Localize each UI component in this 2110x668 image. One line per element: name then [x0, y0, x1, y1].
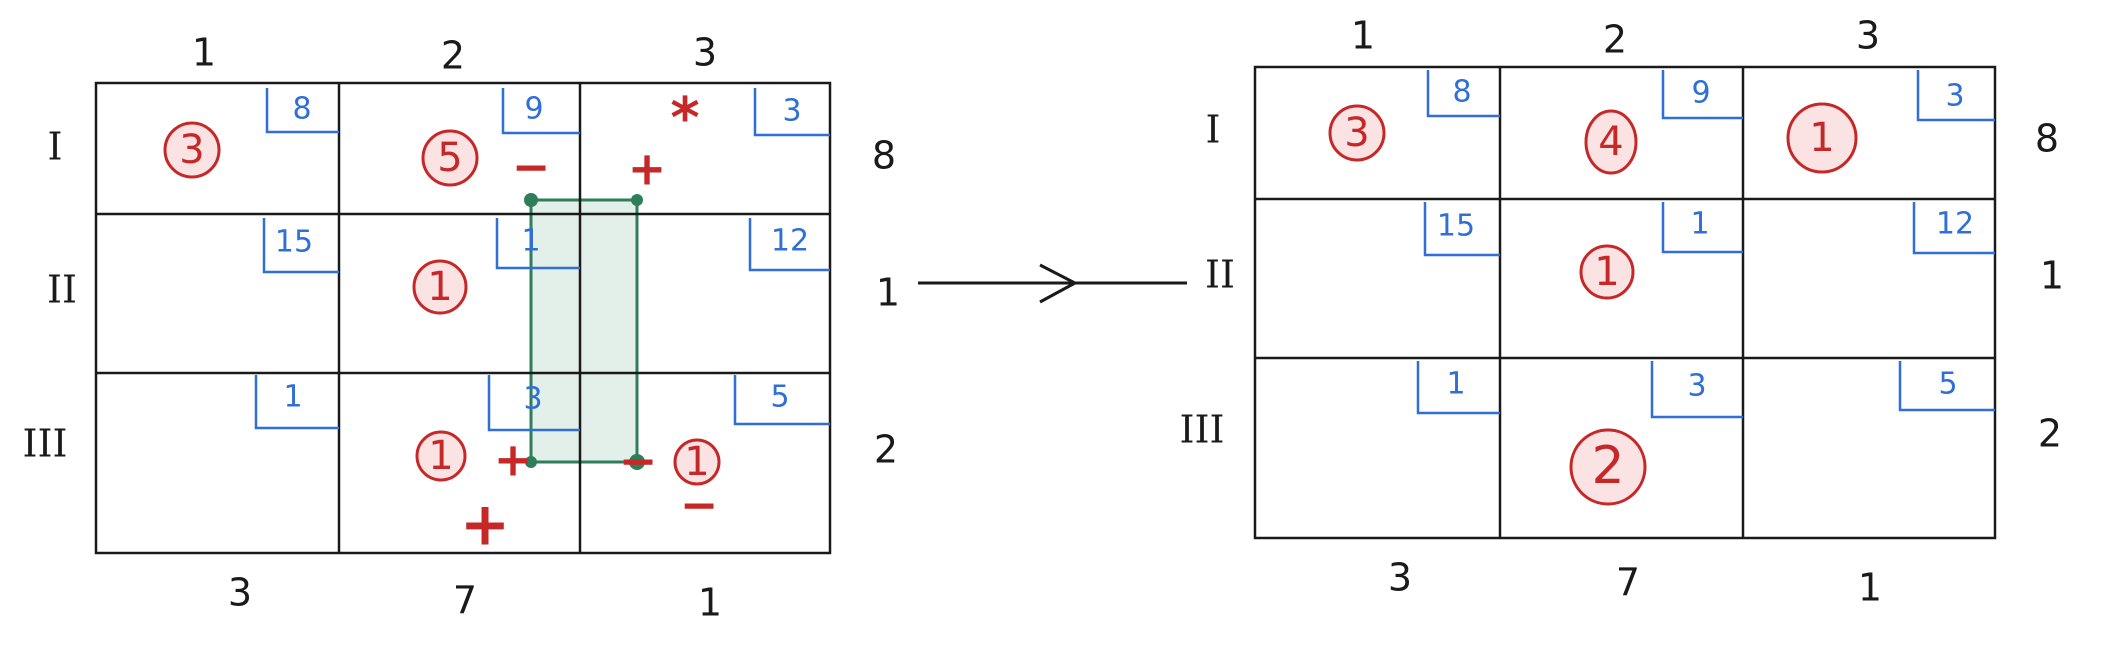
left-row-label: I [47, 125, 62, 169]
cost-box [1898, 361, 1995, 412]
cost-value: 15 [1437, 209, 1475, 244]
allocation-value: 1 [427, 264, 452, 310]
right-col-label: 3 [1856, 14, 1880, 58]
allocation-circle [1584, 109, 1638, 175]
allocation-circle [673, 438, 721, 486]
right-demand: 7 [1616, 561, 1640, 605]
allocation-value: 1 [1594, 249, 1619, 295]
cost-value: 15 [275, 225, 313, 260]
right-col-label: 2 [1603, 18, 1627, 62]
allocation-value: 1 [1809, 115, 1834, 161]
right-row-label: I [1205, 108, 1220, 152]
cost-box [1426, 70, 1500, 118]
cost-box [748, 218, 830, 272]
loop-sign-minus: − [512, 140, 551, 194]
right-demand: 1 [1858, 566, 1882, 610]
left-supply: 8 [872, 134, 896, 178]
loop-node [525, 456, 537, 468]
left-row-label: II [47, 268, 77, 312]
right-table: 1 2 3 I II III 8 1 2 3 7 1 8 9 3 15 1 12… [1179, 14, 2064, 610]
cost-value: 12 [771, 224, 809, 259]
allocation-circle [1579, 244, 1635, 300]
cost-box [1912, 202, 1995, 255]
cost-value: 9 [1691, 76, 1710, 111]
allocation-value: 2 [1591, 436, 1624, 496]
cost-box [262, 218, 339, 274]
loop-sign-plus: + [628, 142, 667, 196]
loop-sign-plus: + [494, 433, 533, 487]
allocation-value: 5 [437, 135, 462, 181]
cost-value: 1 [521, 224, 540, 259]
cost-value: 9 [524, 92, 543, 127]
cost-box [733, 375, 830, 426]
left-supply: 2 [874, 428, 898, 472]
allocation-circle [415, 430, 467, 482]
left-grid-border [94, 81, 832, 555]
allocation-value: 4 [1598, 119, 1623, 165]
left-supply: 1 [876, 271, 900, 315]
cost-value: 1 [1690, 207, 1709, 242]
right-supply: 1 [2040, 254, 2064, 298]
right-supply: 8 [2035, 117, 2059, 161]
cost-value: 3 [782, 94, 801, 129]
cost-value: 12 [1936, 207, 1974, 242]
cost-value: 1 [283, 380, 302, 415]
loop-sign-minus: − [619, 434, 658, 488]
cost-box [1650, 361, 1743, 419]
allocation-circle [1569, 428, 1647, 506]
cost-box [265, 88, 339, 134]
transition-arrow [918, 263, 1187, 304]
allocation-value: 1 [428, 433, 453, 479]
left-row-label: III [22, 422, 67, 466]
cost-box [1661, 70, 1743, 120]
cost-box [1916, 70, 1995, 122]
left-col-label: 1 [192, 31, 216, 75]
cost-value: 3 [1945, 79, 1964, 114]
allocation-circle [421, 129, 479, 187]
cost-box [254, 375, 339, 430]
right-grid-border [1253, 65, 1997, 540]
cost-value: 5 [1938, 367, 1957, 402]
cost-value: 8 [1452, 75, 1471, 110]
cost-value: 1 [1446, 367, 1465, 402]
loop-sign-plus: + [460, 490, 510, 560]
left-demand: 3 [228, 571, 252, 615]
allocation-circle [412, 259, 468, 315]
cost-value: 8 [292, 92, 311, 127]
cost-box [1416, 361, 1500, 415]
cost-box [501, 88, 580, 135]
right-row-label: II [1205, 253, 1235, 297]
cost-value: 3 [1687, 369, 1706, 404]
cost-value: 3 [523, 382, 542, 417]
loop-rectangle [529, 198, 639, 464]
entering-cell-mark: * [670, 86, 699, 151]
left-col-label: 2 [441, 34, 465, 78]
left-table: 1 2 3 I II III 8 1 2 3 7 1 8 9 3 15 1 12… [22, 31, 900, 625]
cost-box [753, 88, 830, 137]
allocation-circle [1786, 102, 1858, 174]
allocation-circle [1328, 104, 1386, 162]
cost-box [487, 375, 580, 432]
loop-node [524, 193, 538, 207]
left-demand: 1 [698, 581, 722, 625]
cost-box [1661, 202, 1743, 254]
cost-value: 5 [770, 380, 789, 415]
allocation-value: 3 [179, 127, 204, 173]
cost-box [1423, 202, 1500, 257]
left-col-label: 3 [693, 31, 717, 75]
right-supply: 2 [2038, 412, 2062, 456]
loop-node [631, 194, 643, 206]
right-col-label: 1 [1351, 14, 1375, 58]
allocation-value: 1 [684, 439, 709, 485]
allocation-value: 3 [1344, 110, 1369, 156]
loop-sign-minus: − [680, 478, 719, 532]
cost-box [495, 218, 580, 270]
right-row-label: III [1179, 408, 1224, 452]
allocation-circle [163, 121, 221, 179]
left-demand: 7 [453, 579, 477, 623]
right-demand: 3 [1388, 556, 1412, 600]
loop-node [629, 454, 645, 470]
